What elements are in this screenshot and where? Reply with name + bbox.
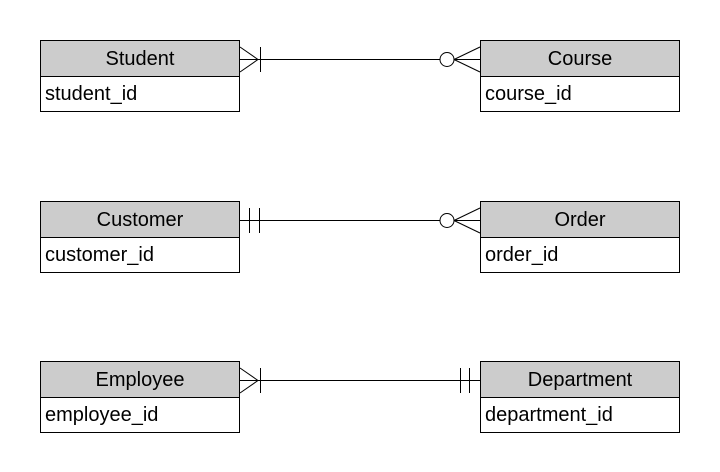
entity-attribute: course_id xyxy=(481,77,679,111)
zero-circle-icon xyxy=(439,52,455,67)
zero-circle-icon xyxy=(439,213,455,228)
entity-title: Course xyxy=(481,41,679,77)
crows-foot-many-icon xyxy=(239,46,259,73)
relationship-employee-department xyxy=(239,367,480,394)
entity-title: Employee xyxy=(41,362,239,398)
crows-foot-many-icon xyxy=(453,46,481,73)
entity-course: Course course_id xyxy=(480,40,680,112)
entity-attribute: employee_id xyxy=(41,398,239,432)
entity-attribute: customer_id xyxy=(41,238,239,272)
entity-attribute: student_id xyxy=(41,77,239,111)
entity-student: Student student_id xyxy=(40,40,240,112)
entity-title: Department xyxy=(481,362,679,398)
entity-title: Student xyxy=(41,41,239,77)
entity-customer: Customer customer_id xyxy=(40,201,240,273)
relationship-customer-order xyxy=(240,207,481,234)
entity-order: Order order_id xyxy=(480,201,680,273)
entity-department: Department department_id xyxy=(480,361,680,433)
relationship-student-course xyxy=(239,46,481,73)
entity-attribute: department_id xyxy=(481,398,679,432)
entity-title: Order xyxy=(481,202,679,238)
entity-employee: Employee employee_id xyxy=(40,361,240,433)
crows-foot-many-icon xyxy=(239,367,259,394)
entity-title: Customer xyxy=(41,202,239,238)
entity-attribute: order_id xyxy=(481,238,679,272)
crows-foot-many-icon xyxy=(453,207,481,234)
